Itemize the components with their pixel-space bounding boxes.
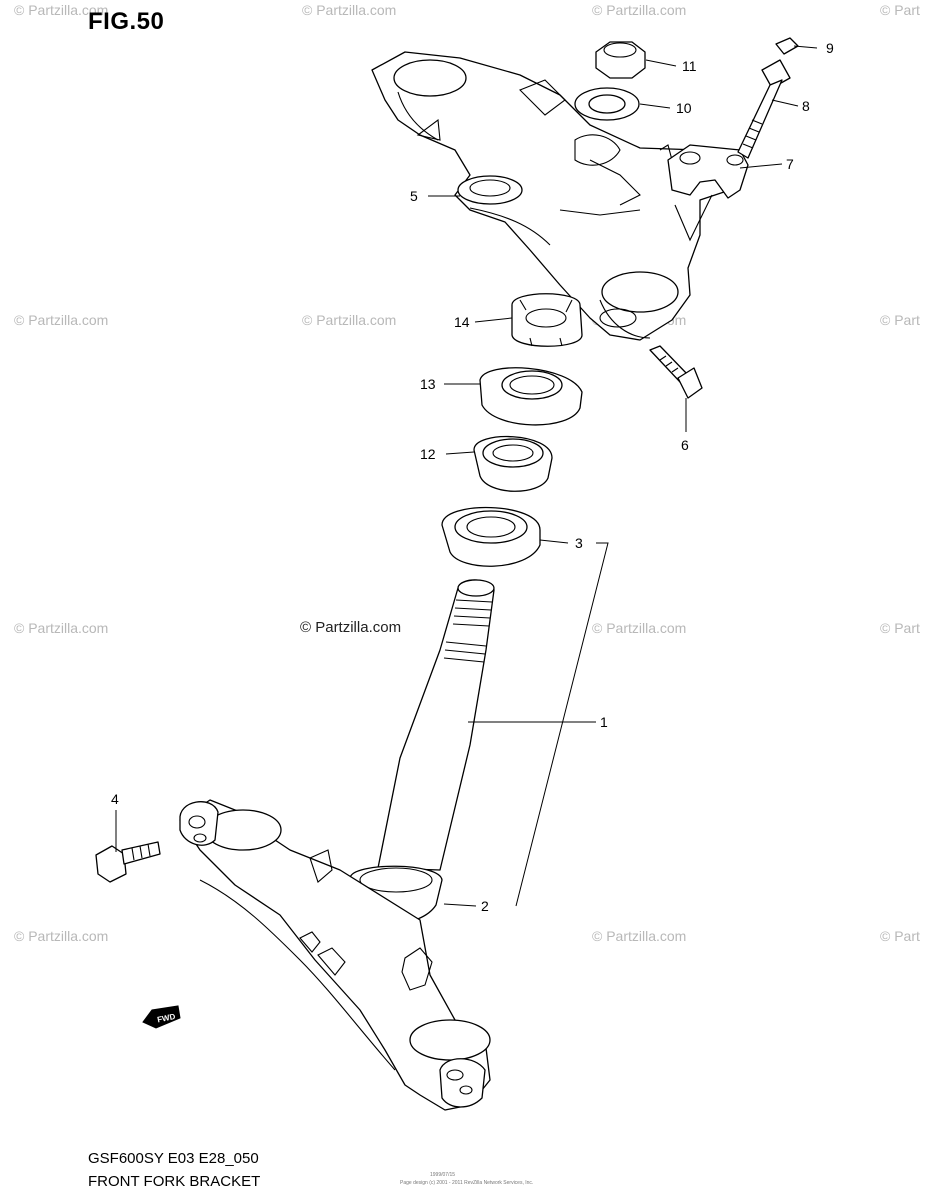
leader-lines <box>115 45 818 907</box>
watermark: © Partzilla.com <box>14 2 109 18</box>
callout-10: 10 <box>676 100 692 116</box>
callout-7: 7 <box>786 156 794 172</box>
watermark: © Partzilla.com <box>592 928 687 944</box>
footer-credit: Page design (c) 2001 - 2011 RevZilla Net… <box>400 1180 534 1186</box>
watermark: © Part <box>880 620 920 636</box>
watermark: © Partzilla.com <box>14 620 109 636</box>
castle-nut <box>511 293 583 347</box>
steering-stem-nut <box>595 41 646 79</box>
watermark: © Partzilla.com <box>302 2 397 18</box>
figure-title: FIG.50 <box>88 8 165 35</box>
watermark: © Part <box>880 312 920 328</box>
steering-stem <box>377 579 495 871</box>
watermark: © Partzilla.com <box>592 620 687 636</box>
callout-2: 2 <box>481 898 489 914</box>
watermark: © Partzilla.com <box>302 312 397 328</box>
washer <box>574 87 640 121</box>
callout-13: 13 <box>420 376 436 392</box>
model-code: GSF600SY E03 E28_050 <box>88 1150 259 1167</box>
watermark: © Partzilla.com <box>14 312 109 328</box>
callout-4: 4 <box>111 791 119 807</box>
watermark: © Part <box>880 928 920 944</box>
callout-14: 14 <box>454 314 470 330</box>
watermark: © Partzilla.com <box>14 928 109 944</box>
callout-11: 11 <box>682 58 697 74</box>
clamp-bolt <box>737 59 791 159</box>
dust-seal <box>479 367 583 426</box>
upper-bracket <box>371 51 736 341</box>
footer-date: 1999/07/15 <box>430 1172 456 1178</box>
pinch-bolt <box>649 345 703 399</box>
callout-12: 12 <box>420 446 436 462</box>
lower-bracket <box>179 799 491 1111</box>
callout-8: 8 <box>802 98 810 114</box>
forward-arrow-icon: FWD <box>142 1005 181 1029</box>
bracket-bolt <box>95 841 161 883</box>
forward-arrow-label: FWD <box>156 1012 176 1025</box>
callout-9: 9 <box>826 40 834 56</box>
callout-3: 3 <box>575 535 583 551</box>
pinch-clamp <box>667 144 749 199</box>
section-name: FRONT FORK BRACKET <box>88 1173 261 1190</box>
callout-5: 5 <box>410 188 418 204</box>
watermark: © Partzilla.com <box>592 2 687 18</box>
callout-6: 6 <box>681 437 689 453</box>
upper-bearing <box>473 435 553 492</box>
watermark: © Part <box>880 2 920 18</box>
callout-1: 1 <box>600 714 608 730</box>
bearing-race <box>441 506 541 567</box>
center-watermark: © Partzilla.com <box>300 619 402 636</box>
